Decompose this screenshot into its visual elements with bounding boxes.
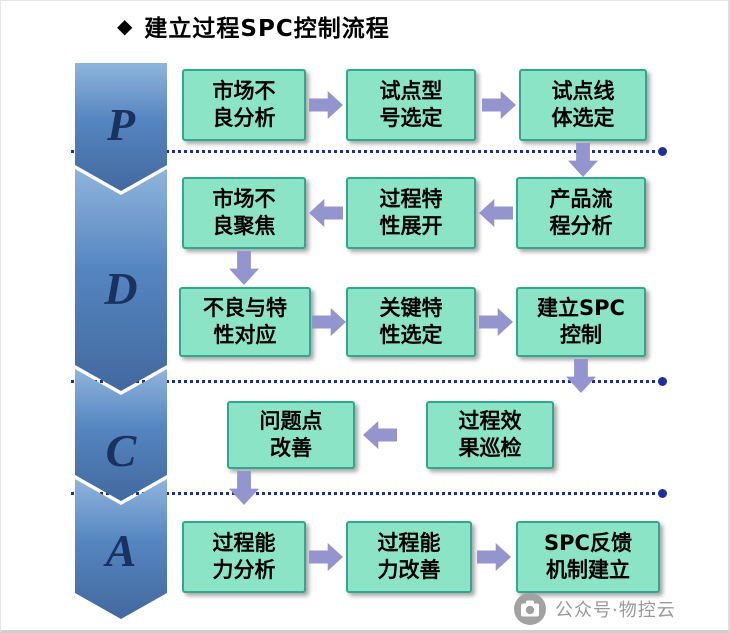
arrow-down-icon — [229, 471, 259, 505]
flow-box-process-characteristic-deployment: 过程特 性展开 — [346, 177, 476, 249]
flow-box-pilot-line-selection: 试点线 体选定 — [519, 69, 647, 141]
arrow-left-icon — [479, 199, 513, 227]
pdca-separator-line-3 — [71, 489, 667, 498]
flow-box-process-effect-inspection: 过程效 果巡检 — [426, 401, 554, 469]
line-end-dot — [658, 377, 667, 386]
flow-box-process-capability-improvement: 过程能 力改善 — [346, 521, 472, 593]
pdca-letter-a: A — [105, 525, 137, 576]
flow-box-market-defect-focus: 市场不 良聚焦 — [182, 177, 306, 249]
arrow-down-icon — [568, 143, 598, 177]
diagram-title-row: ◆ 建立过程SPC控制流程 — [117, 9, 390, 43]
flow-box-market-defect-analysis: 市场不 良分析 — [182, 69, 306, 141]
watermark-logo-icon — [513, 592, 547, 626]
pdca-chevron-d — [75, 169, 167, 391]
arrow-down-icon — [566, 359, 596, 393]
flow-box-establish-spc-control: 建立SPC 控制 — [516, 287, 646, 357]
flow-box-problem-improvement: 问题点 改善 — [227, 401, 355, 469]
watermark-text: 公众号·物控云 — [555, 600, 676, 621]
flow-box-defect-characteristic-mapping: 不良与特 性对应 — [179, 287, 311, 357]
arrow-right-icon — [482, 91, 516, 119]
arrow-right-icon — [309, 543, 343, 571]
flow-box-pilot-model-selection: 试点型 号选定 — [346, 69, 476, 141]
page-title: 建立过程SPC控制流程 — [144, 16, 390, 42]
arrow-down-icon — [229, 251, 259, 285]
pdca-letter-c: C — [105, 425, 137, 476]
line-end-dot — [658, 147, 667, 156]
watermark: 公众号·物控云 — [513, 592, 676, 626]
flow-box-spc-feedback-mechanism: SPC反馈 机制建立 — [516, 521, 660, 593]
arrow-right-icon — [477, 543, 511, 571]
pdca-letter-p: P — [106, 99, 136, 150]
arrow-left-icon — [363, 421, 397, 449]
arrow-left-icon — [309, 199, 343, 227]
arrow-right-icon — [312, 308, 346, 336]
arrow-right-icon — [309, 91, 343, 119]
pdca-letter-d: D — [104, 263, 138, 314]
flow-box-key-characteristic-selection: 关键特 性选定 — [346, 287, 476, 357]
flow-box-process-capability-analysis: 过程能 力分析 — [182, 521, 306, 593]
pdca-separator-line-2 — [71, 377, 667, 386]
pdca-separator-line-1 — [71, 147, 667, 156]
arrow-right-icon — [479, 308, 513, 336]
flow-box-product-process-analysis: 产品流 程分析 — [516, 177, 646, 249]
diamond-bullet-icon: ◆ — [117, 14, 133, 38]
line-end-dot — [658, 489, 667, 498]
pdca-chevron-p — [75, 63, 167, 191]
